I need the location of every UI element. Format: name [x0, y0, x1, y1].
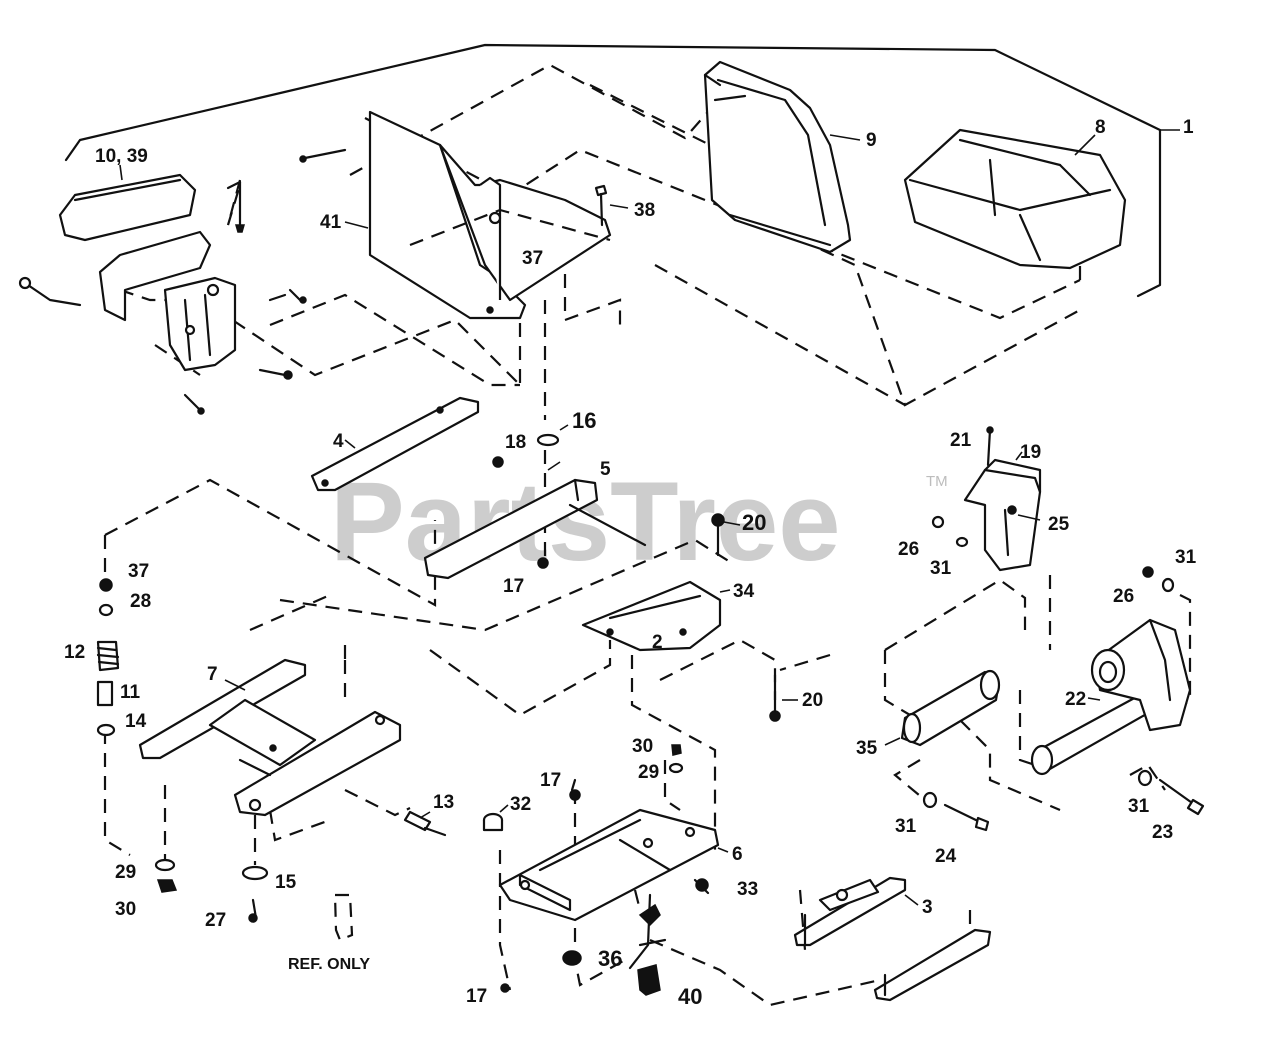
- callout-17-c: 17: [466, 986, 487, 1007]
- callout-41: 41: [320, 212, 342, 233]
- callout-12: 12: [64, 642, 85, 663]
- callout-8: 8: [1095, 117, 1106, 138]
- callout-4: 4: [333, 431, 344, 452]
- seat-bracket-34: [581, 580, 731, 652]
- seat-cushion: [903, 128, 1127, 270]
- callout-31-d: 31: [895, 816, 917, 837]
- callout-30-b: 30: [632, 736, 653, 757]
- partstree-watermark: PartsTree: [330, 459, 841, 584]
- callout-2: 2: [652, 632, 663, 653]
- callout-37-a: 37: [128, 561, 149, 582]
- armrest-pad: [58, 164, 197, 242]
- watermark-trademark: TM: [926, 473, 948, 490]
- pivot-tube-35: [884, 669, 1001, 747]
- callout-6: 6: [732, 844, 743, 865]
- nut-washer-30-29: [668, 744, 684, 774]
- slide-rail-5: [423, 461, 647, 580]
- armrest-bracket: [18, 180, 307, 415]
- actuator-22: [1030, 566, 1192, 776]
- callout-9: 9: [866, 130, 877, 151]
- nut-17: [500, 778, 581, 993]
- bolt-13: [403, 810, 447, 837]
- cap-32: [482, 804, 509, 832]
- callout-7: 7: [207, 664, 218, 685]
- callout-17-a: 17: [503, 576, 524, 597]
- callout-33: 33: [737, 879, 758, 900]
- callout-27: 27: [205, 910, 226, 931]
- bolt-20-upper: [711, 513, 741, 557]
- nut-33: [693, 878, 710, 895]
- ref-only-bolt: [333, 645, 354, 942]
- callout-24: 24: [935, 846, 957, 867]
- callout-15: 15: [275, 872, 297, 893]
- slide-rails-3: [793, 876, 992, 1002]
- callout-29-a: 29: [115, 862, 136, 883]
- spring-stack: [96, 578, 120, 737]
- bolt-20-lower: [769, 673, 798, 722]
- seat-pan: [299, 110, 612, 320]
- callout-labels: 1 2 3 4 5 6 7 8 9 10, 39 11 12 13 14 15 …: [64, 117, 1197, 1009]
- callout-31-a: 31: [930, 558, 952, 579]
- callout-31-c: 31: [1128, 796, 1150, 817]
- callout-30-a: 30: [115, 899, 136, 920]
- assembly-outline: [64, 43, 1180, 298]
- washer-nut-29-30: [154, 858, 269, 923]
- callout-40: 40: [678, 984, 702, 1009]
- callout-25: 25: [1048, 514, 1070, 535]
- callout-16: 16: [572, 408, 596, 433]
- callout-23: 23: [1152, 822, 1173, 843]
- callout-26-a: 26: [898, 539, 919, 560]
- callout-29-b: 29: [638, 762, 659, 783]
- callout-13: 13: [433, 792, 454, 813]
- slide-rail-4: [310, 396, 480, 492]
- mounting-plate-6: [498, 808, 729, 922]
- callout-11: 11: [120, 682, 141, 703]
- callout-3: 3: [922, 897, 933, 918]
- callout-20-a: 20: [742, 510, 766, 535]
- ref-only-note: REF. ONLY: [288, 956, 370, 973]
- callout-32: 32: [510, 794, 531, 815]
- callout-14: 14: [125, 711, 147, 732]
- callout-26-b: 26: [1113, 586, 1134, 607]
- hardware-23-24-31: [922, 769, 1205, 832]
- callout-37-b: 37: [522, 248, 543, 269]
- callout-20-b: 20: [802, 690, 823, 711]
- callout-34: 34: [733, 581, 755, 602]
- callout-17-b: 17: [540, 770, 561, 791]
- callout-36: 36: [598, 946, 622, 971]
- callout-1: 1: [1183, 117, 1194, 138]
- callout-38: 38: [634, 200, 655, 221]
- callout-18: 18: [505, 432, 526, 453]
- slide-frame-7: [138, 658, 402, 817]
- callout-10-39: 10, 39: [95, 146, 148, 167]
- callout-31-b: 31: [1175, 547, 1197, 568]
- bolt-38: [594, 184, 629, 227]
- callout-28: 28: [130, 591, 151, 612]
- callout-35: 35: [856, 738, 878, 759]
- callout-21: 21: [950, 430, 972, 451]
- fasteners-16-18-17: [492, 424, 569, 569]
- callout-22: 22: [1065, 689, 1086, 710]
- bracket-19: [931, 426, 1042, 572]
- seat-back: [703, 60, 861, 254]
- callout-5: 5: [600, 459, 611, 480]
- callout-19: 19: [1020, 442, 1041, 463]
- hardware-36-40: [562, 893, 667, 996]
